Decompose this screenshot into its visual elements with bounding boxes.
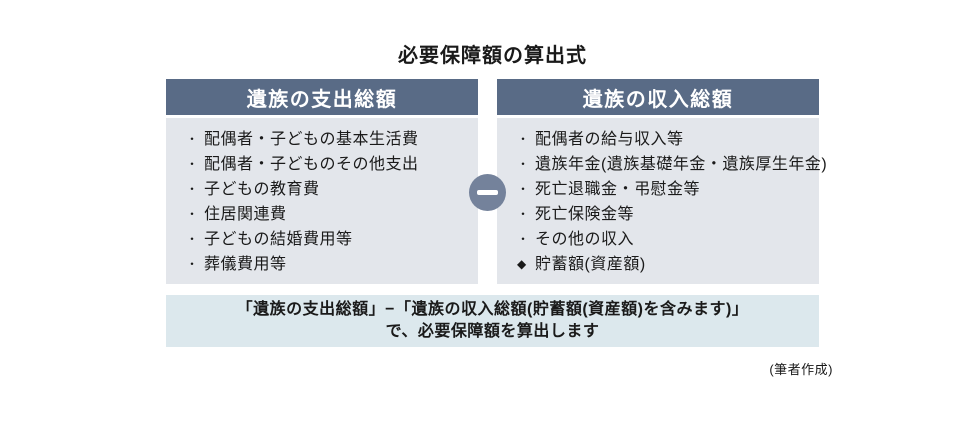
list-item-text: 貯蓄額(資産額) — [535, 256, 646, 273]
diamond-bullet-icon: ◆ — [517, 257, 527, 271]
dot-bullet-icon: ・ — [186, 257, 199, 271]
list-item: ・子どもの教育費 — [186, 177, 474, 202]
list-item-text: 子どもの教育費 — [204, 181, 320, 198]
list-item-text: 葬儀費用等 — [204, 256, 287, 273]
expense-list: ・配偶者・子どもの基本生活費・配偶者・子どものその他支出・子どもの教育費・住居関… — [166, 118, 478, 284]
list-item-text: 配偶者の給与収入等 — [535, 131, 684, 148]
list-item: ・配偶者・子どもの基本生活費 — [186, 127, 474, 152]
list-item-text: 住居関連費 — [204, 206, 287, 223]
list-item: ・遺族年金(遺族基礎年金・遺族厚生年金) — [517, 152, 827, 177]
coverage-formula-diagram: 必要保障額の算出式 遺族の支出総額 ・配偶者・子どもの基本生活費・配偶者・子ども… — [166, 45, 833, 378]
list-item-text: 死亡退職金・弔慰金等 — [535, 181, 701, 198]
expense-box: 遺族の支出総額 ・配偶者・子どもの基本生活費・配偶者・子どものその他支出・子ども… — [166, 79, 478, 284]
list-item: ・死亡保険金等 — [517, 202, 815, 227]
minus-bar — [477, 190, 498, 195]
income-list: ・配偶者の給与収入等・遺族年金(遺族基礎年金・遺族厚生年金)・死亡退職金・弔慰金… — [497, 118, 827, 284]
expense-box-header: 遺族の支出総額 — [166, 79, 478, 115]
page-title: 必要保障額の算出式 — [398, 45, 587, 67]
list-item-text: 遺族年金(遺族基礎年金・遺族厚生年金) — [535, 156, 828, 173]
dot-bullet-icon: ・ — [517, 232, 530, 246]
list-item-text: 死亡保険金等 — [535, 206, 635, 223]
formula-box: 「遺族の支出総額」−「遺族の収入総額(貯蓄額(資産額)を含みます)」 で、必要保… — [166, 295, 819, 347]
dot-bullet-icon: ・ — [517, 132, 530, 146]
formula-line-2: で、必要保障額を算出します — [385, 323, 600, 340]
dot-bullet-icon: ・ — [186, 182, 199, 196]
list-item-text: 配偶者・子どものその他支出 — [204, 156, 419, 173]
income-box: 遺族の収入総額 ・配偶者の給与収入等・遺族年金(遺族基礎年金・遺族厚生年金)・死… — [497, 79, 827, 284]
list-item-text: 子どもの結婚費用等 — [204, 231, 353, 248]
list-item: ・死亡退職金・弔慰金等 — [517, 177, 815, 202]
list-item: ・住居関連費 — [186, 202, 474, 227]
author-caption: (筆者作成) — [769, 362, 833, 377]
list-item: ・その他の収入 — [517, 227, 815, 252]
list-item-text: その他の収入 — [535, 231, 635, 248]
income-box-header: 遺族の収入総額 — [497, 79, 819, 115]
minus-circle-icon — [469, 174, 506, 211]
formula-line-1: 「遺族の支出総額」−「遺族の収入総額(貯蓄額(資産額)を含みます)」 — [236, 301, 749, 318]
list-item: ・葬儀費用等 — [186, 252, 474, 277]
dot-bullet-icon: ・ — [186, 207, 199, 221]
list-item: ・子どもの結婚費用等 — [186, 227, 474, 252]
list-item: ・配偶者・子どものその他支出 — [186, 152, 474, 177]
list-item: ◆ 貯蓄額(資産額) — [517, 252, 815, 277]
dot-bullet-icon: ・ — [517, 157, 530, 171]
list-item: ・配偶者の給与収入等 — [517, 127, 815, 152]
dot-bullet-icon: ・ — [186, 232, 199, 246]
dot-bullet-icon: ・ — [517, 182, 530, 196]
dot-bullet-icon: ・ — [186, 157, 199, 171]
boxes-row: 遺族の支出総額 ・配偶者・子どもの基本生活費・配偶者・子どものその他支出・子ども… — [166, 79, 827, 284]
dot-bullet-icon: ・ — [517, 207, 530, 221]
dot-bullet-icon: ・ — [186, 132, 199, 146]
list-item-text: 配偶者・子どもの基本生活費 — [204, 131, 419, 148]
